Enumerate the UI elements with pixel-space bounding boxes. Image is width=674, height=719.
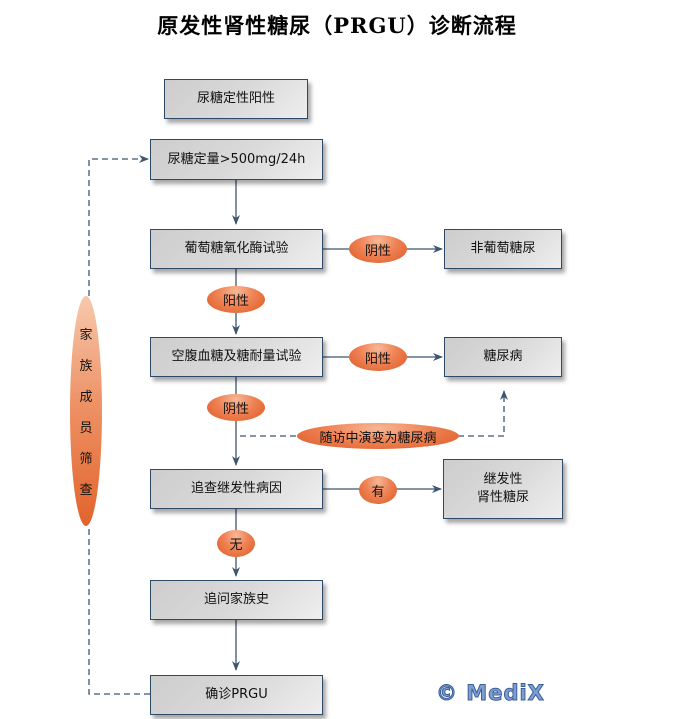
label-no: 无 <box>217 530 255 557</box>
node-family-history: 追问家族史 <box>150 580 323 620</box>
label-yes: 有 <box>359 476 397 504</box>
pill-text: 阳性 <box>222 294 249 309</box>
pill-text: 无 <box>229 538 243 553</box>
node-secondary-renal-glycosuria: 继发性 肾性糖尿 <box>443 459 563 519</box>
pill-text: 随访中演变为糖尿病 <box>319 430 437 446</box>
family-screening-char: 族 <box>79 359 93 374</box>
node-non-glucose-uria: 非葡萄糖尿 <box>444 229 562 269</box>
label-negative-gox: 阴性 <box>349 235 407 263</box>
family-screening-char: 筛 <box>79 452 93 467</box>
label-family-screening: 家 族 成 员 筛 查 <box>70 296 102 526</box>
pill-text: 阴性 <box>222 402 249 417</box>
label-negative-ogtt: 阴性 <box>207 394 265 421</box>
node-confirm-prgu: 确诊PRGU <box>150 675 323 715</box>
node-label: 葡萄糖氧化酶试验 <box>184 241 289 256</box>
node-urine-glucose-quantitative: 尿糖定量>500mg/24h <box>150 139 323 180</box>
node-label: 空腹血糖及糖耐量试验 <box>171 349 302 364</box>
node-label: 非葡萄糖尿 <box>470 241 536 256</box>
node-label: 糖尿病 <box>483 349 523 364</box>
dashed-followup-right <box>458 390 508 437</box>
pill-text: 阳性 <box>364 351 391 367</box>
family-screening-char: 查 <box>79 483 93 498</box>
pill-text: 有 <box>371 484 385 500</box>
medix-watermark: © MediX <box>436 681 545 706</box>
dashed-family-screening-top <box>88 155 149 296</box>
node-label: 追查继发性病因 <box>190 481 282 496</box>
node-label: 尿糖定性阳性 <box>196 91 275 106</box>
family-screening-char: 员 <box>79 421 93 436</box>
node-glucose-oxidase-test: 葡萄糖氧化酶试验 <box>150 229 323 269</box>
dashed-family-screening-bottom <box>88 527 150 695</box>
node-secondary-cause: 追查继发性病因 <box>150 469 323 509</box>
node-label-line2: 肾性糖尿 <box>476 490 529 505</box>
family-screening-char: 成 <box>79 390 93 405</box>
pill-text: 阴性 <box>364 243 391 259</box>
node-diabetes: 糖尿病 <box>444 337 562 377</box>
node-urine-glucose-qualitative: 尿糖定性阳性 <box>164 79 308 119</box>
family-screening-char: 家 <box>79 328 93 343</box>
diagram-title: 原发性肾性糖尿（PRGU）诊断流程 <box>157 13 517 38</box>
node-fasting-ogtt: 空腹血糖及糖耐量试验 <box>150 337 323 377</box>
node-label-line1: 继发性 <box>483 472 523 487</box>
node-label: 确诊PRGU <box>205 687 268 702</box>
label-followup-diabetes: 随访中演变为糖尿病 <box>297 423 459 449</box>
node-label: 追问家族史 <box>203 592 269 607</box>
label-positive-gox: 阳性 <box>207 286 265 313</box>
node-label: 尿糖定量>500mg/24h <box>167 151 306 167</box>
label-positive-ogtt: 阳性 <box>349 343 407 371</box>
